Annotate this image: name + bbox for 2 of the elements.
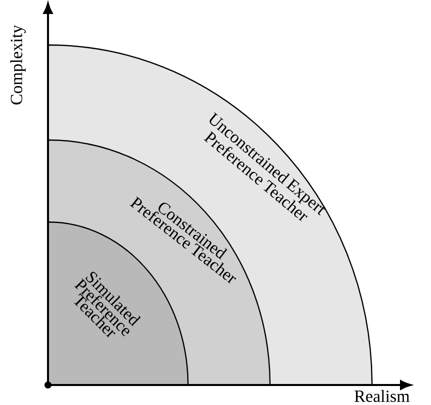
axis-label: Complexity [10,24,26,104]
axis-label: Realism [354,390,410,402]
